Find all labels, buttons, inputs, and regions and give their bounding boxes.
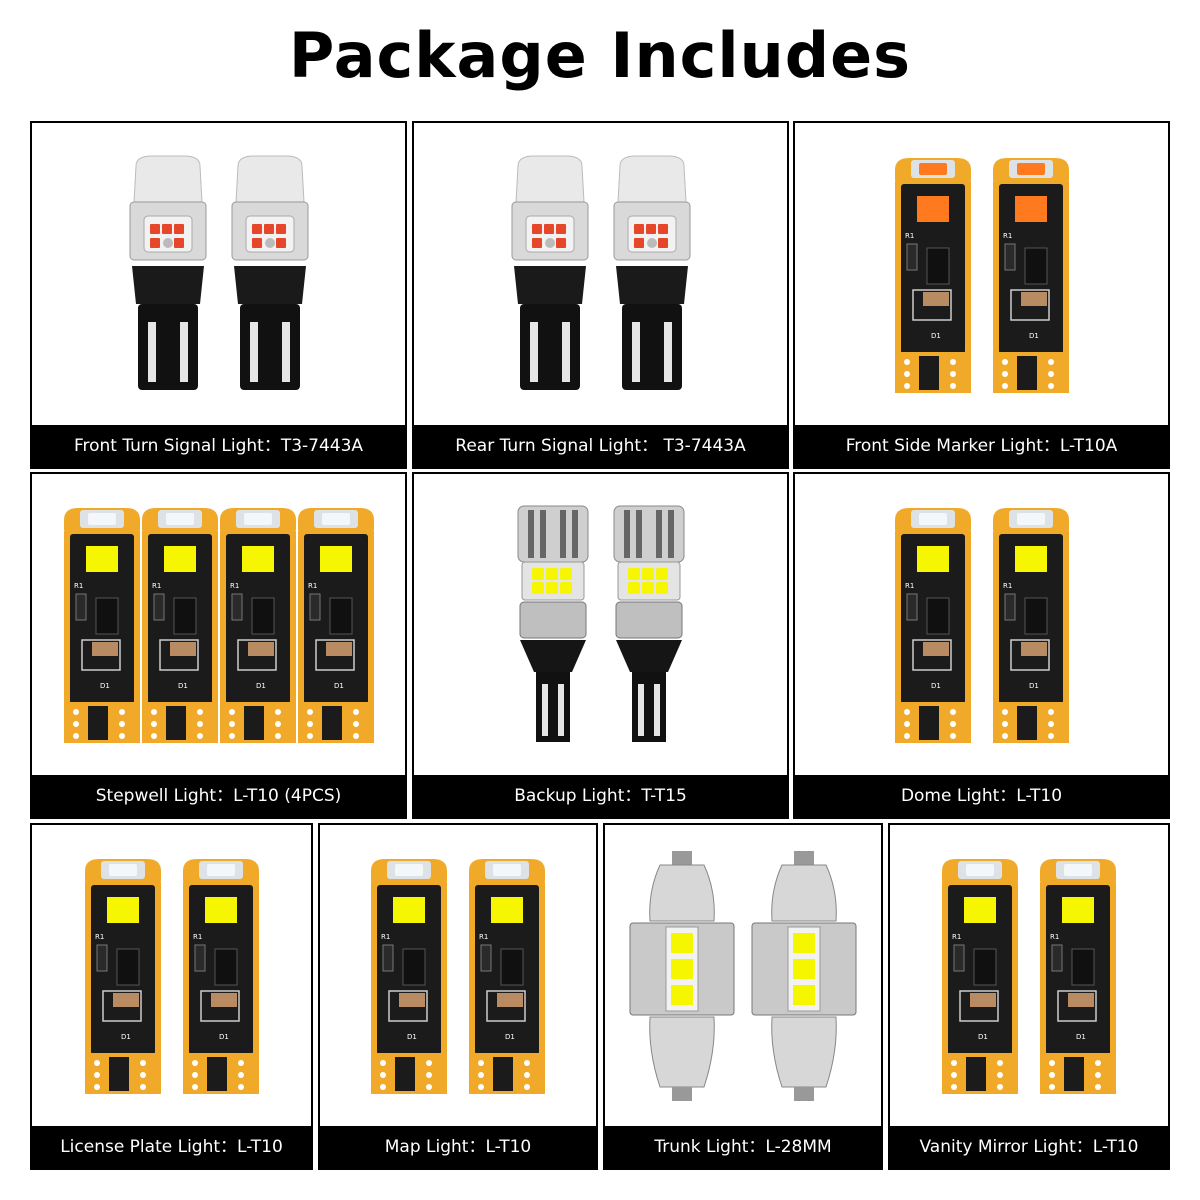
svg-text:R1: R1 xyxy=(308,582,317,590)
card-map: R1 D1 R1 D1 Map Light：L-T10 xyxy=(318,823,598,1170)
t10-bulb-icon: R1 D1 xyxy=(942,859,1018,1094)
svg-text:D1: D1 xyxy=(1029,682,1039,690)
svg-text:D1: D1 xyxy=(219,1033,229,1041)
caption-stepwell: Stepwell Light：L-T10 (4PCS) xyxy=(32,775,405,817)
t10-bulb-icon: R1 D1 xyxy=(182,859,259,1094)
svg-text:R1: R1 xyxy=(1050,933,1059,941)
t10-bulb-icon: R1 D1 xyxy=(219,508,296,743)
svg-text:D1: D1 xyxy=(178,682,188,690)
card-stepwell: R1 D1 R1 D1 R1 xyxy=(30,472,407,819)
bulb-pair-t15 xyxy=(414,474,787,775)
t15-bulb-icon xyxy=(517,505,588,742)
svg-text:D1: D1 xyxy=(978,1033,988,1041)
caption-map: Map Light：L-T10 xyxy=(320,1126,596,1168)
t10-bulb-icon: R1 D1 xyxy=(469,859,545,1094)
bulb-pair-festoon xyxy=(605,825,881,1126)
card-license-plate: R1 D1 R1 D1 License Plate Light：L-T10 xyxy=(30,823,313,1170)
bulb-pair-t10: R1 D1 R1 D1 xyxy=(890,825,1168,1126)
svg-text:R1: R1 xyxy=(1003,232,1012,240)
t10-bulb-icon: R1 D1 xyxy=(894,157,971,393)
bulb-pair-t10: R1 D1 R1 D1 xyxy=(320,825,596,1126)
svg-text:D1: D1 xyxy=(505,1033,515,1041)
page-title: Package Includes xyxy=(288,19,912,92)
caption-front-turn: Front Turn Signal Light：T3-7443A xyxy=(32,425,405,467)
svg-text:R1: R1 xyxy=(1003,582,1012,590)
svg-text:R1: R1 xyxy=(152,582,161,590)
bulb-set-t10: R1 D1 R1 D1 R1 xyxy=(32,474,405,775)
svg-text:R1: R1 xyxy=(230,582,239,590)
card-vanity-mirror: R1 D1 R1 D1 Vanity Mirror Light：L-T10 xyxy=(888,823,1170,1170)
svg-text:D1: D1 xyxy=(100,682,110,690)
card-front-turn: Front Turn Signal Light：T3-7443A xyxy=(30,121,407,469)
card-front-side-marker: R1 D1 R1 D1 Front Side Marker Light：L-T1… xyxy=(793,121,1170,469)
t10-bulb-icon: R1 D1 xyxy=(992,508,1069,743)
7443-bulb-icon xyxy=(129,155,206,390)
bulb-pair-7443 xyxy=(32,123,405,425)
svg-text:D1: D1 xyxy=(334,682,344,690)
bulb-pair-t10: R1 D1 R1 D1 xyxy=(795,474,1168,775)
svg-text:R1: R1 xyxy=(952,933,961,941)
bulb-pair-t10: R1 D1 R1 D1 xyxy=(795,123,1168,425)
festoon-bulb-icon xyxy=(751,850,857,1101)
svg-text:R1: R1 xyxy=(479,933,488,941)
svg-text:D1: D1 xyxy=(1029,332,1039,340)
t10-bulb-icon: R1 D1 xyxy=(992,157,1069,393)
t10-bulb-icon: R1 D1 xyxy=(297,508,374,743)
svg-text:R1: R1 xyxy=(905,582,914,590)
caption-license-plate: License Plate Light：L-T10 xyxy=(32,1126,311,1168)
bulb-pair-7443 xyxy=(414,123,787,425)
festoon-bulb-icon xyxy=(629,850,735,1101)
caption-backup: Backup Light：T-T15 xyxy=(414,775,787,817)
svg-text:D1: D1 xyxy=(1076,1033,1086,1041)
card-rear-turn: Rear Turn Signal Light： T3-7443A xyxy=(412,121,789,469)
svg-text:D1: D1 xyxy=(931,682,941,690)
t15-bulb-icon xyxy=(613,505,684,742)
svg-text:D1: D1 xyxy=(256,682,266,690)
card-trunk: Trunk Light：L-28MM xyxy=(603,823,883,1170)
caption-rear-turn: Rear Turn Signal Light： T3-7443A xyxy=(414,425,787,467)
svg-text:R1: R1 xyxy=(74,582,83,590)
caption-front-side-marker: Front Side Marker Light：L-T10A xyxy=(795,425,1168,467)
t10-bulb-icon: R1 D1 xyxy=(141,508,218,743)
caption-vanity-mirror: Vanity Mirror Light：L-T10 xyxy=(890,1126,1168,1168)
svg-text:D1: D1 xyxy=(121,1033,131,1041)
svg-text:R1: R1 xyxy=(95,933,104,941)
svg-text:R1: R1 xyxy=(905,232,914,240)
7443-bulb-icon xyxy=(231,155,308,390)
caption-dome: Dome Light：L-T10 xyxy=(795,775,1168,817)
7443-bulb-icon xyxy=(511,155,588,390)
bulb-pair-t10: R1 D1 R1 D1 xyxy=(32,825,311,1126)
svg-text:D1: D1 xyxy=(931,332,941,340)
card-backup: Backup Light：T-T15 xyxy=(412,472,789,819)
svg-text:D1: D1 xyxy=(407,1033,417,1041)
t10-bulb-icon: R1 D1 xyxy=(63,508,140,743)
t10-bulb-icon: R1 D1 xyxy=(84,859,161,1094)
t10-bulb-icon: R1 D1 xyxy=(371,859,447,1094)
caption-trunk: Trunk Light：L-28MM xyxy=(605,1126,881,1168)
card-dome: R1 D1 R1 D1 Dome Light：L-T10 xyxy=(793,472,1170,819)
svg-text:R1: R1 xyxy=(193,933,202,941)
svg-text:R1: R1 xyxy=(381,933,390,941)
7443-bulb-icon xyxy=(613,155,690,390)
t10-bulb-icon: R1 D1 xyxy=(1040,859,1116,1094)
t10-bulb-icon: R1 D1 xyxy=(894,508,971,743)
